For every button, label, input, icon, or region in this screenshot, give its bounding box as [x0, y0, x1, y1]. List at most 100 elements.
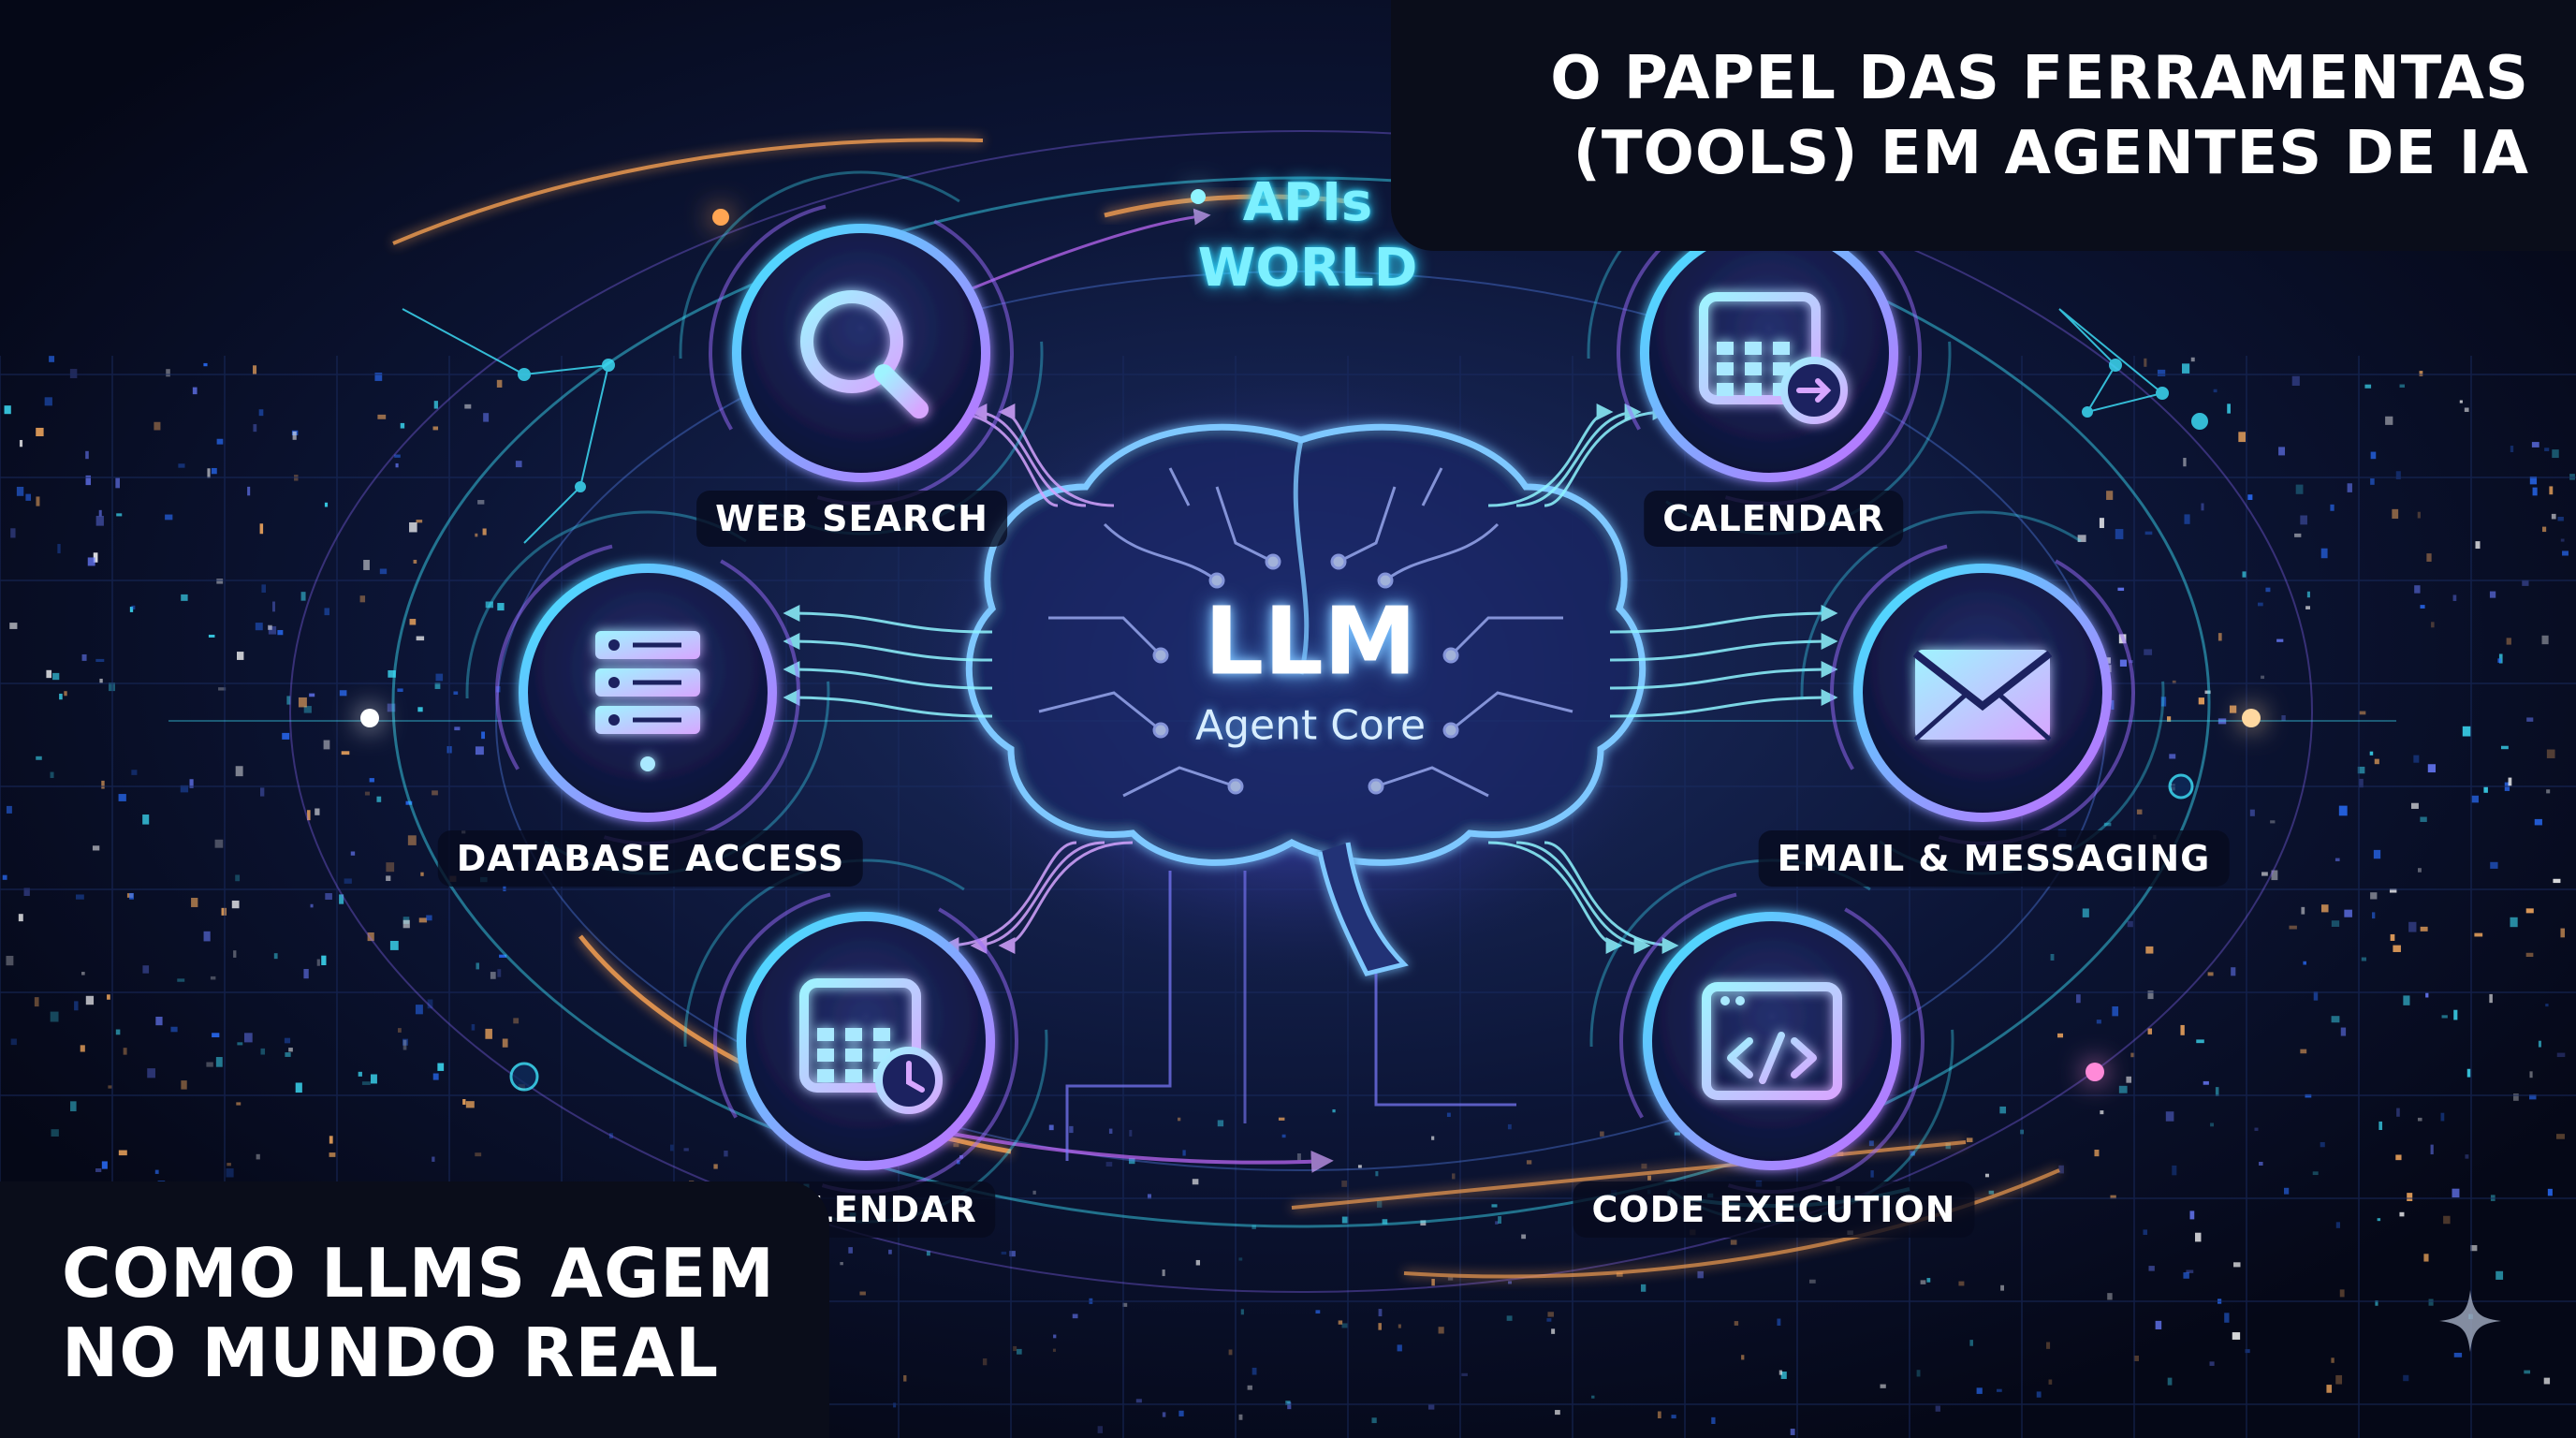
- city-light: [36, 756, 42, 760]
- city-light: [2411, 802, 2419, 809]
- city-light: [1555, 1410, 1560, 1416]
- city-light: [2257, 602, 2263, 607]
- city-light: [2393, 945, 2401, 952]
- city-light: [1278, 1117, 1285, 1121]
- connector-arrow: [1609, 661, 1838, 690]
- city-light: [2127, 920, 2133, 928]
- city-light: [192, 387, 198, 395]
- city-light: [608, 1133, 613, 1139]
- city-light: [303, 706, 312, 713]
- city-light: [2119, 659, 2128, 667]
- city-light: [214, 839, 224, 848]
- city-light: [2370, 451, 2377, 460]
- city-light: [2133, 1355, 2139, 1361]
- city-light: [2551, 513, 2556, 520]
- city-light: [2369, 751, 2374, 756]
- city-light: [2261, 675, 2265, 680]
- city-light: [405, 800, 413, 805]
- city-light: [1251, 1225, 1256, 1229]
- city-light: [409, 619, 417, 625]
- city-light: [203, 362, 208, 367]
- city-light: [2203, 1080, 2209, 1085]
- city-light: [116, 513, 123, 517]
- city-light: [2396, 1108, 2400, 1117]
- city-light: [476, 962, 480, 970]
- city-light: [462, 1099, 466, 1105]
- city-light: [339, 690, 347, 697]
- city-light: [231, 900, 240, 909]
- city-light: [2271, 870, 2278, 881]
- city-light: [1984, 1173, 1989, 1178]
- city-light: [303, 968, 309, 979]
- city-light: [2233, 1262, 2241, 1268]
- city-light: [339, 894, 344, 904]
- city-light: [2155, 1320, 2162, 1329]
- connector-trace: [1374, 974, 1516, 1107]
- circuit-node: [1330, 553, 1347, 570]
- city-light: [2217, 718, 2227, 725]
- city-light: [1868, 1140, 1874, 1147]
- city-light: [2148, 1266, 2155, 1271]
- city-light: [49, 356, 55, 362]
- city-light: [2242, 571, 2247, 578]
- city-light: [2538, 1040, 2541, 1048]
- circuit-trace: [1038, 691, 1162, 732]
- city-light: [44, 397, 52, 406]
- city-light: [1741, 1355, 1745, 1360]
- city-light: [2295, 484, 2304, 494]
- city-light: [85, 995, 95, 1005]
- city-light: [1182, 1150, 1186, 1156]
- city-light: [2430, 1144, 2434, 1155]
- city-light: [277, 629, 284, 636]
- city-light: [64, 691, 67, 697]
- city-light: [216, 438, 224, 445]
- city-light: [2320, 548, 2328, 559]
- circuit-trace: [1450, 691, 1573, 732]
- city-light: [1069, 1125, 1074, 1134]
- city-light: [2184, 514, 2190, 524]
- city-light: [1671, 1415, 1676, 1419]
- city-light: [2529, 1071, 2533, 1078]
- city-light: [1958, 1281, 1965, 1286]
- city-light: [2110, 1195, 2116, 1199]
- city-light: [321, 955, 327, 965]
- city-light: [1382, 1219, 1388, 1225]
- city-light: [1870, 1170, 1874, 1178]
- city-light: [1438, 1327, 1444, 1334]
- city-light: [1920, 1280, 1926, 1284]
- city-light: [1730, 1240, 1737, 1245]
- city-light: [216, 579, 224, 584]
- city-light: [2496, 1270, 2504, 1280]
- city-light: [1397, 1344, 1402, 1352]
- city-light: [1192, 1179, 1199, 1185]
- city-light: [2545, 1004, 2549, 1007]
- city-light: [358, 1071, 362, 1077]
- city-light: [2157, 369, 2166, 376]
- city-light: [1162, 1269, 1165, 1277]
- city-light: [475, 1152, 482, 1157]
- city-light: [1616, 1272, 1623, 1277]
- city-light: [2524, 1370, 2531, 1374]
- city-light: [259, 787, 265, 797]
- city-light: [417, 707, 423, 712]
- city-light: [2265, 587, 2271, 593]
- city-light: [1135, 1399, 1142, 1403]
- city-light: [268, 624, 272, 630]
- city-light: [2300, 515, 2307, 525]
- city-light: [1999, 1106, 2007, 1114]
- city-light: [233, 950, 237, 958]
- city-light: [101, 1161, 108, 1169]
- city-light: [363, 560, 370, 570]
- city-light: [207, 468, 211, 478]
- city-light: [2375, 1300, 2378, 1306]
- city-light: [1009, 1251, 1016, 1257]
- city-light: [1945, 1142, 1951, 1150]
- title-panel: O PAPEL DAS FERRAMENTAS (TOOLS) EM AGENT…: [1391, 0, 2576, 251]
- city-light: [2371, 912, 2376, 919]
- city-light: [2508, 777, 2512, 786]
- city-light: [170, 1026, 178, 1033]
- city-light: [2167, 716, 2172, 722]
- city-light: [1600, 1131, 1604, 1137]
- city-light: [2522, 580, 2529, 586]
- city-light: [271, 601, 276, 612]
